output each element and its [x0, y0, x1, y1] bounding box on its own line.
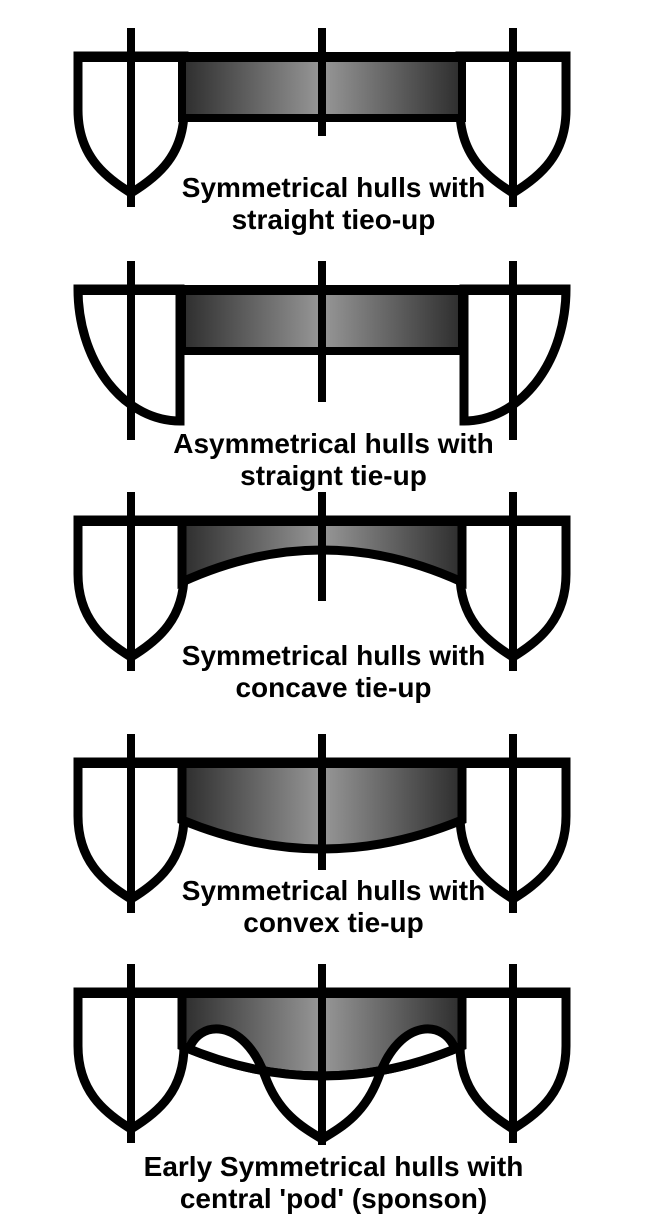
label-line-2: central 'pod' (sponson): [179, 1183, 488, 1214]
center-line: [318, 261, 326, 402]
center-line: [318, 734, 326, 870]
label-line-1: Symmetrical hulls with: [181, 640, 486, 671]
label-line-2: concave tie-up: [235, 672, 432, 703]
label-line-1: Symmetrical hulls with: [181, 172, 486, 203]
label-line-2: straight tieo-up: [231, 204, 436, 235]
label-line-2: straignt tie-up: [240, 460, 427, 491]
label-line-2: convex tie-up: [243, 907, 424, 938]
label-line-1: Symmetrical hulls with: [181, 875, 486, 906]
center-line: [318, 492, 326, 601]
right-mast-line: [509, 28, 517, 207]
right-mast-line: [509, 734, 517, 913]
label-symmetrical-convex: Symmetrical hulls with convex tie-up: [0, 875, 667, 939]
center-line: [318, 28, 326, 136]
left-mast-line: [127, 261, 135, 440]
label-asymmetrical-straight: Asymmetrical hulls with straignt tie-up: [0, 428, 667, 492]
panel-early-central-pod: [73, 964, 571, 1145]
left-mast-line: [127, 28, 135, 207]
right-mast-line: [509, 261, 517, 440]
right-mast-line: [509, 964, 517, 1143]
label-symmetrical-straight: Symmetrical hulls with straight tieo-up: [0, 172, 667, 236]
label-symmetrical-concave: Symmetrical hulls with concave tie-up: [0, 640, 667, 704]
panel-symmetrical-concave: [73, 492, 571, 671]
panel-asymmetrical-straight: [73, 261, 571, 440]
label-line-1: Early Symmetrical hulls with: [143, 1151, 524, 1182]
panel-symmetrical-straight: [73, 28, 571, 207]
label-line-1: Asymmetrical hulls with: [173, 428, 494, 459]
panel-symmetrical-convex: [73, 734, 571, 913]
left-mast-line: [127, 492, 135, 671]
left-mast-line: [127, 964, 135, 1143]
right-mast-line: [509, 492, 517, 671]
bridge-deck: [177, 515, 467, 590]
left-mast-line: [127, 734, 135, 913]
label-early-central-pod: Early Symmetrical hulls with central 'po…: [0, 1151, 667, 1215]
center-line: [318, 964, 326, 1145]
